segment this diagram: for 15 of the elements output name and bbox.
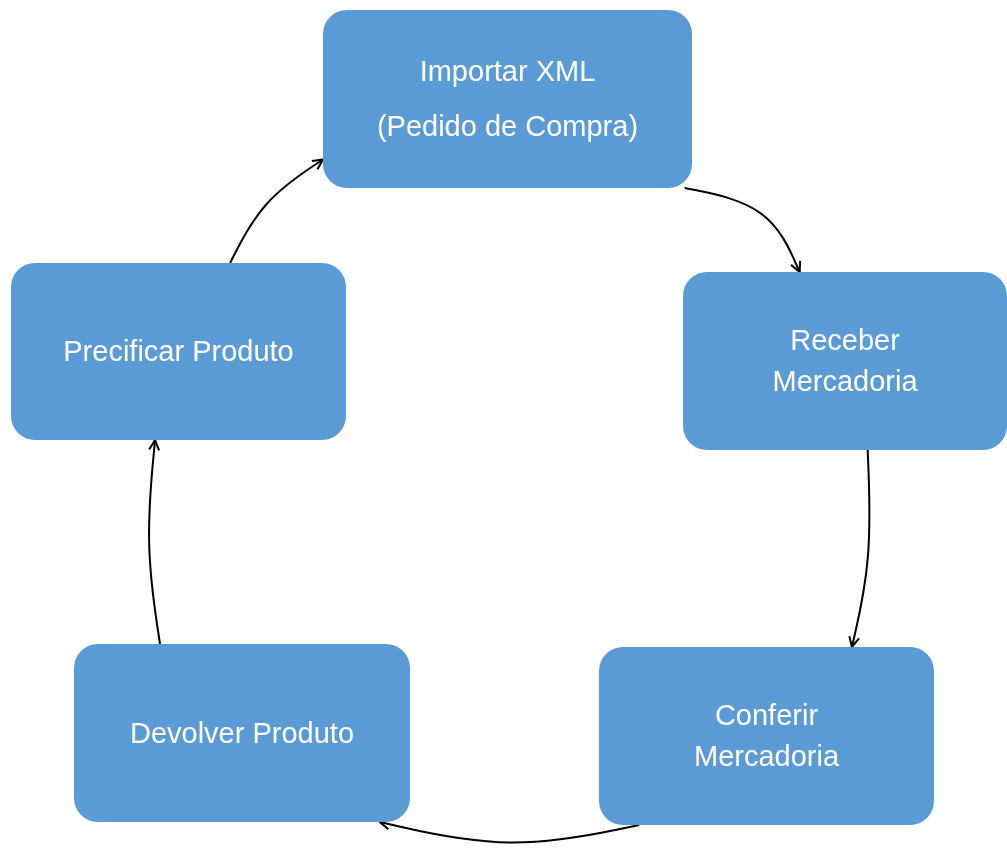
arrow xyxy=(148,439,161,645)
box-label: Importar XML xyxy=(419,54,596,90)
process-box xyxy=(11,263,346,440)
box-label: (Pedido de Compra) xyxy=(376,109,639,144)
process-box xyxy=(323,10,692,188)
box-label: Devolver Produto xyxy=(129,715,355,751)
process-box xyxy=(74,644,410,822)
box-label: Conferir Mercadoria xyxy=(692,698,841,774)
box-label: Precificar Produto xyxy=(63,334,294,370)
box-label: Receber Mercadoria xyxy=(771,323,919,399)
arrow xyxy=(848,449,871,648)
process-box xyxy=(683,272,1007,450)
process-box xyxy=(599,647,934,825)
arrow xyxy=(229,158,324,264)
arrow xyxy=(683,187,802,273)
